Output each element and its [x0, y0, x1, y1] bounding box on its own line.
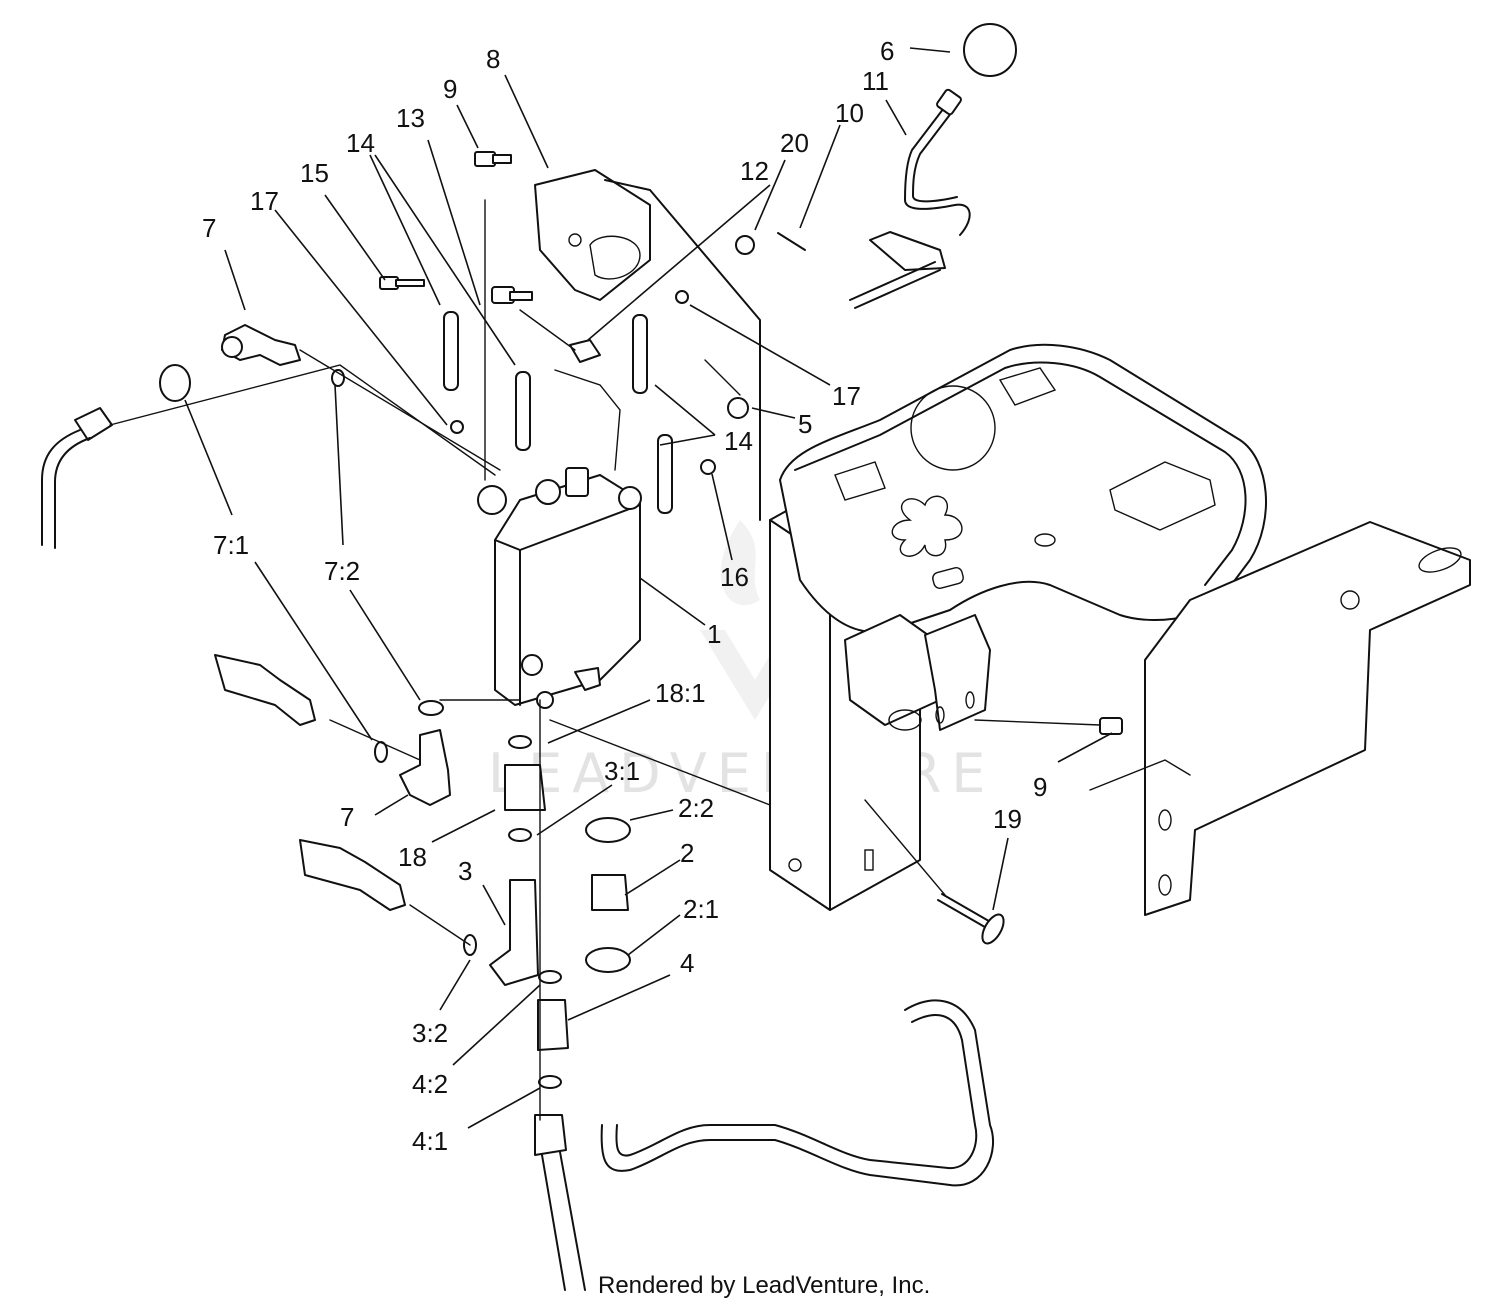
callout-13: 13: [396, 103, 425, 133]
callout-18: 18: [398, 842, 427, 872]
callout-2-1: 2:1: [683, 894, 719, 924]
hardware: [379, 151, 1123, 945]
callout-9-top: 9: [443, 74, 457, 104]
callout-7-bottom: 7: [340, 802, 354, 832]
lower-fittings: [214, 654, 631, 1291]
callout-14-right: 14: [724, 426, 753, 456]
return-tube: [600, 999, 995, 1187]
lever-bracket: [844, 614, 991, 731]
valve-body: [477, 467, 642, 709]
callout-14-top: 14: [346, 128, 375, 158]
callout-labels: 8 9 6 11 10 20 12 13 14 15 17 7 17 5 14 …: [202, 36, 1047, 1156]
callout-6: 6: [880, 36, 894, 66]
shift-handle: [849, 23, 1017, 309]
callout-5: 5: [798, 409, 812, 439]
callout-19: 19: [993, 804, 1022, 834]
callout-3-2: 3:2: [412, 1018, 448, 1048]
callout-1: 1: [707, 619, 721, 649]
callout-4: 4: [680, 948, 694, 978]
console-plate: [779, 343, 1267, 633]
mount-bracket: [534, 169, 761, 521]
callout-2: 2: [680, 838, 694, 868]
credit-text: Rendered by LeadVenture, Inc.: [598, 1272, 930, 1299]
callout-4-1: 4:1: [412, 1126, 448, 1156]
callout-7-2: 7:2: [324, 556, 360, 586]
callout-12: 12: [740, 156, 769, 186]
callout-10: 10: [835, 98, 864, 128]
callout-15: 15: [300, 158, 329, 188]
callout-11: 11: [862, 66, 889, 96]
callout-18-1: 18:1: [655, 678, 706, 708]
callout-2-2: 2:2: [678, 793, 714, 823]
callout-16: 16: [720, 562, 749, 592]
side-bracket: [1089, 521, 1471, 916]
callout-17-left: 17: [250, 186, 279, 216]
callout-17-right: 17: [832, 381, 861, 411]
callout-3-1: 3:1: [604, 756, 640, 786]
upper-elbow-and-tube: [41, 324, 345, 549]
leader-lines: [184, 47, 1113, 1129]
callout-20: 20: [780, 128, 809, 158]
callout-8: 8: [486, 44, 500, 74]
links: [443, 311, 673, 514]
callout-3: 3: [458, 856, 472, 886]
center-lines: [109, 199, 1101, 1121]
callout-4-2: 4:2: [412, 1069, 448, 1099]
callout-9-right: 9: [1033, 772, 1047, 802]
callout-7-1: 7:1: [213, 530, 249, 560]
callout-7-top: 7: [202, 213, 216, 243]
